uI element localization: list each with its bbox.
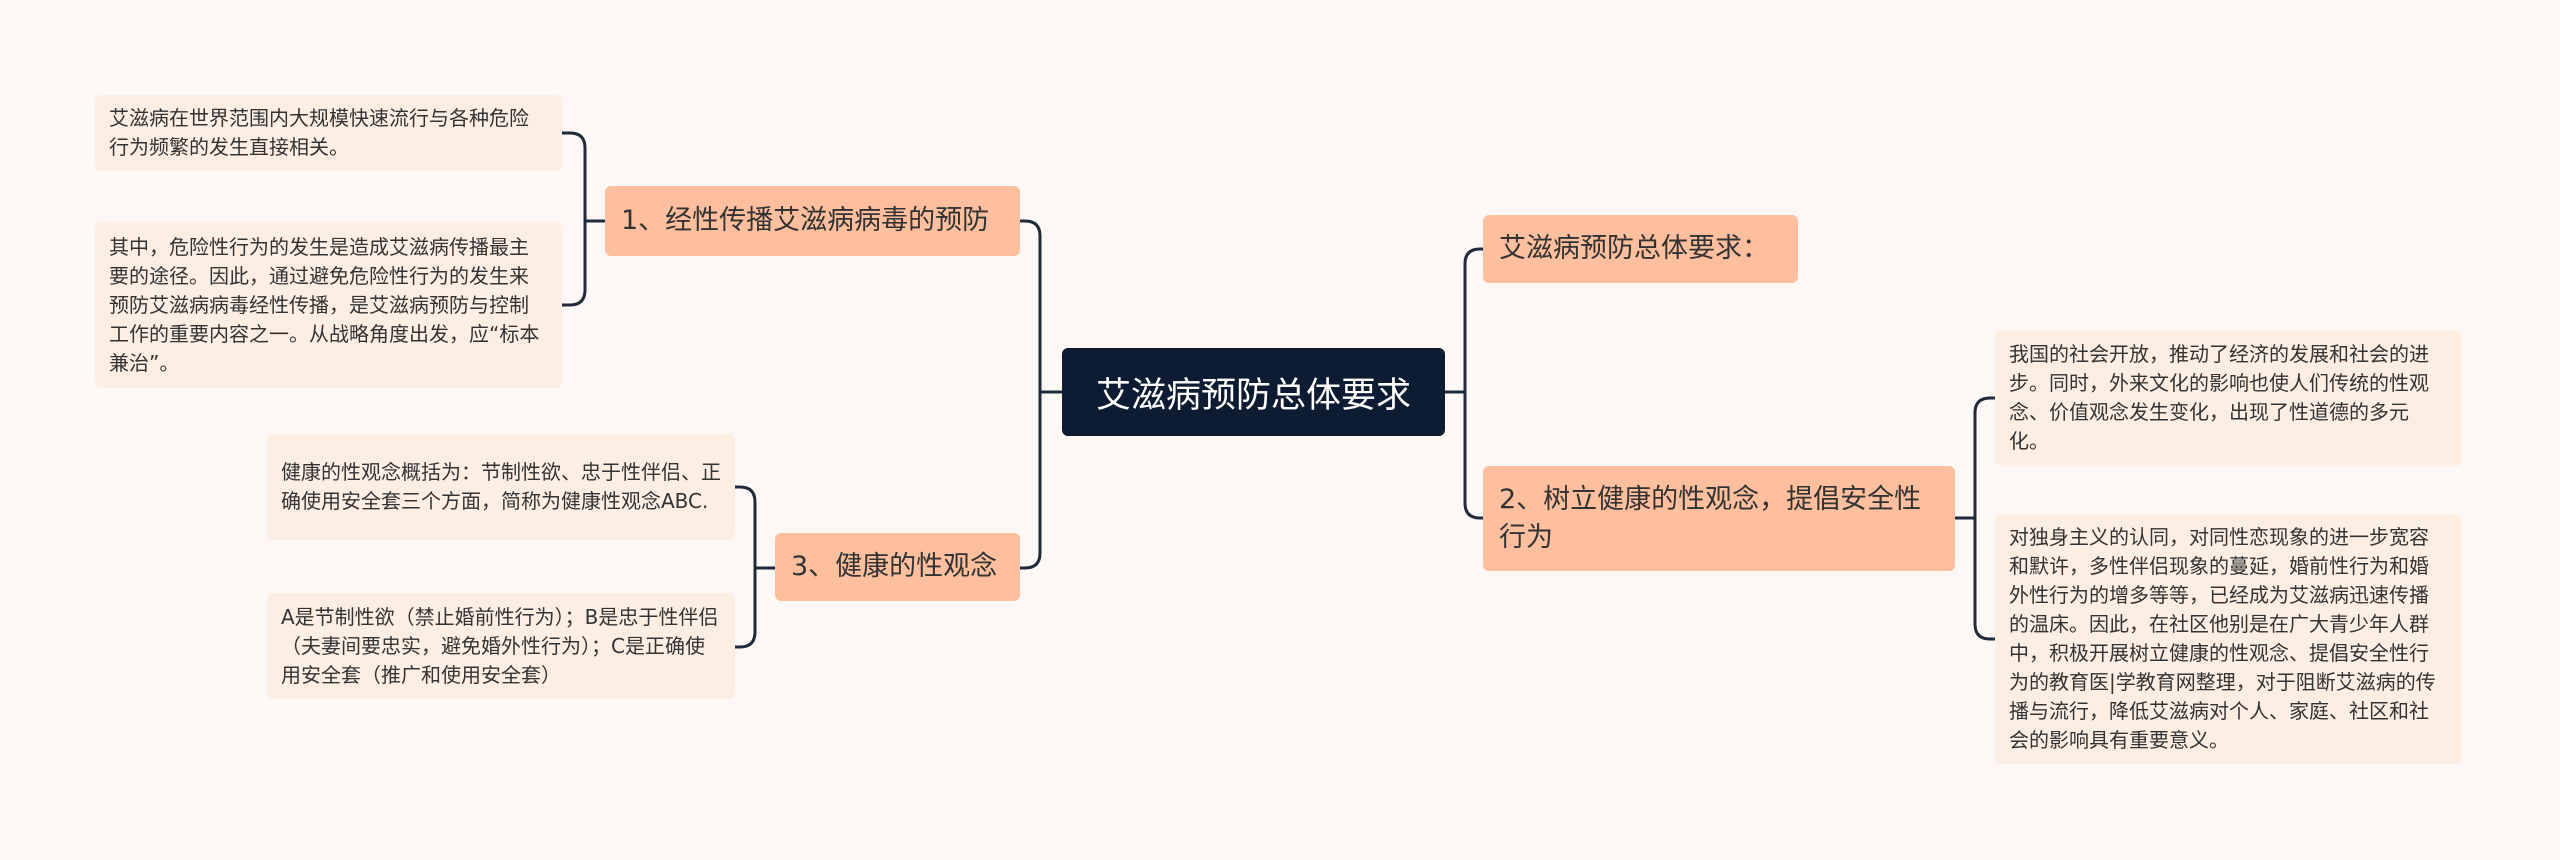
leaf-community-education[interactable]: 对独身主义的认同，对同性恋现象的进一步宽容和默许，多性伴侣现象的蔓延，婚前性行为… — [1995, 514, 2462, 764]
connector-root-branch-1 — [1020, 219, 1062, 394]
connector-root-summary — [1445, 247, 1483, 394]
branch-overall-requirements[interactable]: 艾滋病预防总体要求： — [1483, 215, 1798, 283]
branch-healthy-sexual-concept[interactable]: 3、健康的性观念 — [775, 533, 1020, 601]
branch-label: 艾滋病预防总体要求： — [1499, 233, 1769, 264]
connector-branch-2-leaf-1 — [1955, 396, 1995, 520]
leaf-text: A是节制性欲（禁止婚前性行为）；B是忠于性伴侣（夫妻间要忠实，避免婚外性行为）；… — [281, 604, 719, 687]
leaf-abc-summary[interactable]: 健康的性观念概括为：节制性欲、忠于性伴侣、正确使用安全套三个方面，简称为健康性观… — [267, 434, 735, 540]
leaf-text: 对独身主义的认同，对同性恋现象的进一步宽容和默许，多性伴侣现象的蔓延，婚前性行为… — [2009, 525, 2436, 752]
branch-sexual-transmission-prevention[interactable]: 1、经性传播艾滋病病毒的预防 — [605, 186, 1020, 256]
root-topic[interactable]: 艾滋病预防总体要求 — [1062, 348, 1445, 436]
branch-safe-sex-behavior[interactable]: 2、树立健康的性观念，提倡安全性行为 — [1483, 466, 1955, 571]
connector-branch-3-leaf-2 — [735, 566, 775, 649]
connector-branch-2-leaf-2 — [1955, 516, 1995, 641]
connector-branch-3-leaf-1 — [735, 485, 775, 570]
connector-root-branch-3 — [1020, 390, 1062, 570]
branch-label: 2、树立健康的性观念，提倡安全性行为 — [1499, 483, 1922, 553]
leaf-text: 我国的社会开放，推动了经济的发展和社会的进步。同时，外来文化的影响也使人们传统的… — [2009, 342, 2429, 453]
leaf-risk-behavior[interactable]: 艾滋病在世界范围内大规模快速流行与各种危险行为频繁的发生直接相关。 — [95, 95, 562, 171]
leaf-text: 艾滋病在世界范围内大规模快速流行与各种危险行为频繁的发生直接相关。 — [109, 106, 529, 159]
leaf-social-change[interactable]: 我国的社会开放，推动了经济的发展和社会的进步。同时，外来文化的影响也使人们传统的… — [1995, 330, 2462, 466]
connector-root-branch-2 — [1445, 390, 1483, 520]
connector-branch-1-leaf-2 — [562, 219, 605, 307]
leaf-prevention-strategy[interactable]: 其中，危险性行为的发生是造成艾滋病传播最主要的途径。因此，通过避免危险性行为的发… — [95, 222, 562, 388]
leaf-text: 其中，危险性行为的发生是造成艾滋病传播最主要的途径。因此，通过避免危险性行为的发… — [109, 234, 540, 375]
branch-label: 1、经性传播艾滋病病毒的预防 — [621, 205, 990, 236]
root-topic-label: 艾滋病预防总体要求 — [1095, 375, 1411, 416]
connector-branch-1-leaf-1 — [562, 131, 605, 223]
leaf-text: 健康的性观念概括为：节制性欲、忠于性伴侣、正确使用安全套三个方面，简称为健康性观… — [281, 460, 721, 513]
branch-label: 3、健康的性观念 — [791, 551, 998, 582]
leaf-abc-details[interactable]: A是节制性欲（禁止婚前性行为）；B是忠于性伴侣（夫妻间要忠实，避免婚外性行为）；… — [267, 593, 735, 699]
